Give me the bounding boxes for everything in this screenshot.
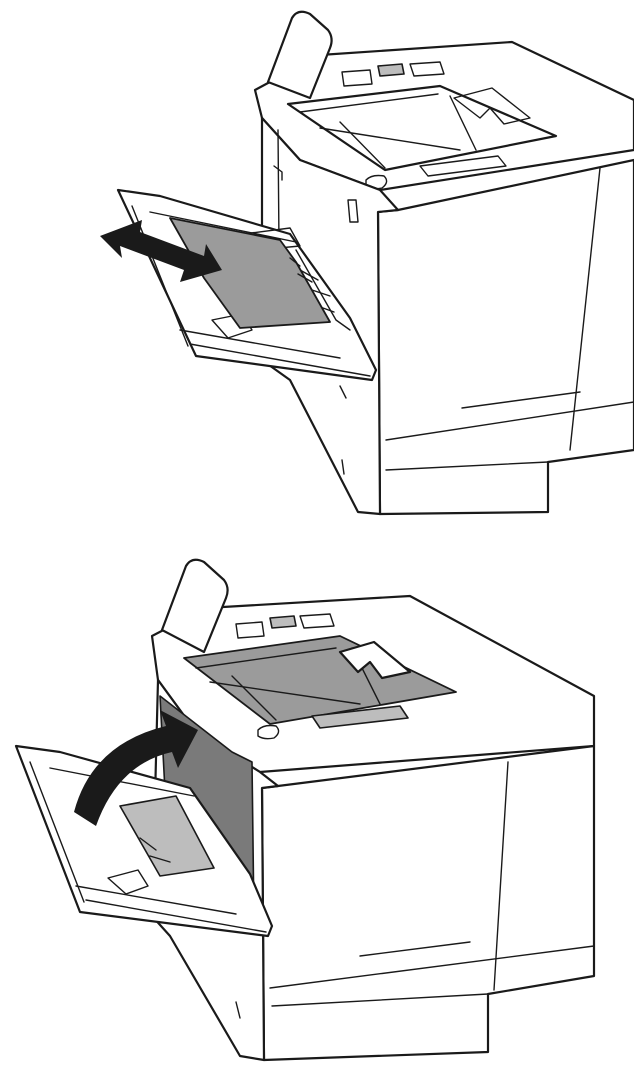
output-bin-highlighted <box>183 635 457 725</box>
tray-paper-guide <box>119 795 215 877</box>
status-indicator <box>377 63 405 77</box>
output-paper-stop <box>453 87 531 125</box>
jammed-paper <box>169 217 331 329</box>
printer-closing-tray-diagram <box>14 558 596 1062</box>
output-paper-stop <box>338 640 412 680</box>
control-panel <box>160 558 229 654</box>
step-1-illustration <box>0 0 634 520</box>
curved-arrow-icon <box>74 710 198 826</box>
status-indicator <box>269 615 297 629</box>
front-label-slot <box>311 705 409 729</box>
front-label-slot <box>419 155 507 177</box>
power-button <box>257 724 280 740</box>
output-bin <box>286 84 558 172</box>
step-2-illustration <box>0 556 634 1076</box>
top-panel-divider <box>341 69 373 87</box>
printer-right-side <box>260 744 596 1062</box>
control-panel <box>266 10 333 100</box>
double-headed-straight-arrow-icon <box>100 220 222 282</box>
printer-with-jammed-paper-diagram <box>100 10 634 516</box>
